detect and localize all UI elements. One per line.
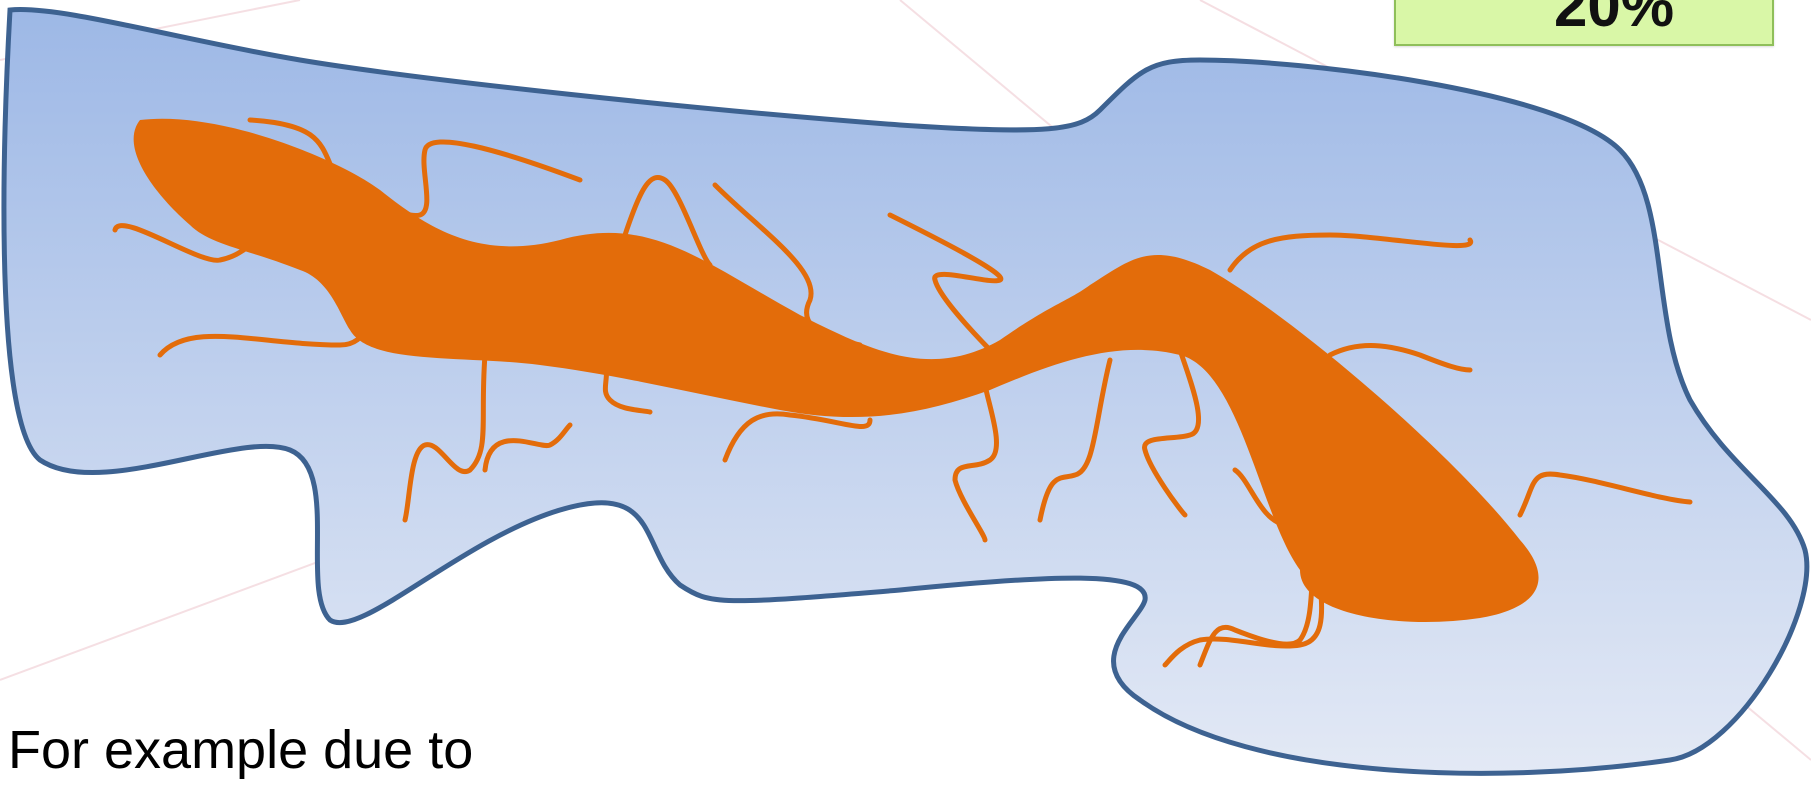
percent-label: 20% (1396, 0, 1772, 36)
percent-callout: 20% (1394, 0, 1774, 46)
caption-text: For example due to (8, 720, 473, 780)
